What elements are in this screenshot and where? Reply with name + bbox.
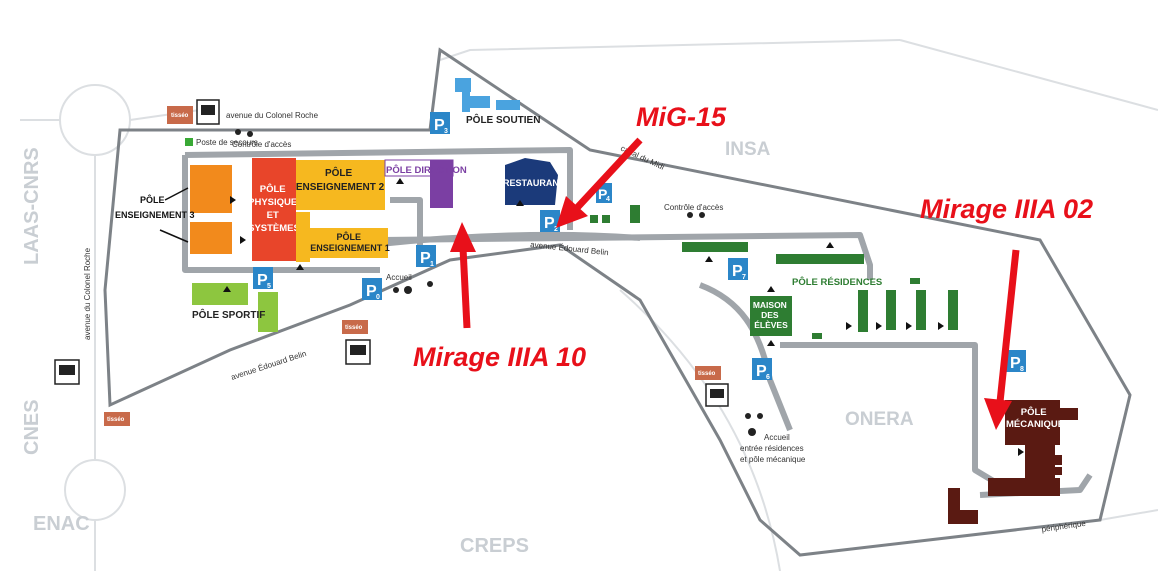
svg-text:P: P: [434, 117, 445, 134]
street-colonel-roche-side: avenue du Colonel Roche: [83, 247, 92, 340]
entrance-markers: [223, 178, 1024, 456]
svg-text:Accueil entrée résidence: Accueil entrée résidences et pôle mécani…: [740, 433, 806, 464]
svg-text:1: 1: [430, 261, 434, 268]
svg-text:P: P: [544, 215, 555, 232]
pole-mecanique: PÔLE MÉCANIQUE: [948, 400, 1078, 524]
mig15-callout: MiG-15: [556, 102, 727, 228]
laas-cnrs-label: LAAS-CNRS: [21, 147, 43, 265]
insa-label: INSA: [725, 139, 771, 160]
svg-text:tisséo: tisséo: [107, 417, 125, 423]
pole-direction: PÔLE DIRECTION: [384, 159, 467, 208]
svg-text:P: P: [420, 250, 431, 267]
cnes-label: CNES: [21, 399, 43, 455]
pole-enseignement-1: PÔLE ENSEIGNEMENT 1: [296, 212, 390, 262]
parking-p2: P 2: [540, 210, 560, 233]
svg-text:P: P: [1010, 355, 1021, 372]
pole-physique-systemes: PÔLE PHYSIQUE ET SYSTÈMES: [248, 158, 300, 261]
street-colonel-roche-top: avenue du Colonel Roche: [226, 111, 319, 120]
svg-text:PÔLE ENSEIGNEMENT 1: PÔLE ENSEIGNEMENT 1: [310, 231, 390, 253]
enac-label: ENAC: [33, 513, 90, 535]
parking-p0: P 0: [362, 278, 382, 301]
svg-text:Contrôle d'accès: Contrôle d'accès: [664, 203, 723, 212]
campus-perimeter: [103, 47, 1132, 557]
svg-text:Mirage IIIA 02: Mirage IIIA 02: [920, 194, 1093, 224]
street-edouard-belin-bottom: avenue Édouard Belin: [230, 349, 308, 382]
svg-text:PÔLE SOUTIEN: PÔLE SOUTIEN: [466, 113, 540, 126]
svg-text:tisséo: tisséo: [345, 325, 363, 331]
svg-text:P: P: [366, 283, 377, 300]
maison-des-eleves: MAISON DES ÉLÈVES: [750, 296, 792, 336]
svg-text:PÔLE DIRECTION: PÔLE DIRECTION: [386, 164, 467, 176]
mirage-02-callout: Mirage IIIA 02: [920, 194, 1093, 430]
pole-residences-label: PÔLE RÉSIDENCES: [792, 276, 882, 288]
street-peripherique: périphérique: [1041, 519, 1087, 534]
svg-text:Poste de secours: Poste de secours: [196, 138, 258, 147]
pole-enseignement-2: PÔLE ENSEIGNEMENT 2: [296, 160, 385, 210]
svg-text:tisséo: tisséo: [698, 371, 716, 377]
bus-stops: tisséo tisséo tisséo tisséo: [54, 99, 729, 426]
svg-text:P: P: [756, 363, 767, 380]
parking-p5: P 5: [253, 267, 273, 290]
svg-text:Accueil: Accueil: [386, 273, 412, 282]
creps-label: CREPS: [460, 535, 529, 557]
svg-text:Contrôle d'accès: Contrôle d'accès: [232, 140, 291, 149]
parking-p3: P 3: [430, 112, 450, 135]
svg-text:MiG-15: MiG-15: [636, 102, 727, 132]
svg-text:6: 6: [766, 374, 770, 381]
svg-text:P: P: [257, 272, 268, 289]
svg-text:PÔLE ENSEIGNEMENT 2: PÔLE ENSEIGNEMENT 2: [296, 166, 385, 193]
svg-text:P: P: [598, 186, 607, 202]
pole-soutien: PÔLE SOUTIEN: [455, 78, 540, 126]
svg-text:Mirage IIIA 10: Mirage IIIA 10: [413, 342, 586, 372]
parking-p1: P 1: [416, 245, 436, 268]
svg-text:0: 0: [376, 294, 380, 301]
restaurant: RESTAURANT: [503, 158, 565, 205]
svg-text:PÔLE MÉCANIQUE: PÔLE MÉCANIQUE: [1006, 406, 1064, 430]
parking-p6: P 6: [752, 358, 772, 381]
onera-label: ONERA: [845, 409, 914, 430]
svg-text:tisséo: tisséo: [171, 113, 189, 119]
svg-text:3: 3: [444, 128, 448, 135]
parking-p8: P 8: [1006, 350, 1026, 373]
pole-sportif: PÔLE SPORTIF: [192, 283, 278, 332]
parking-p7: P 7: [728, 258, 748, 281]
mirage-10-callout: Mirage IIIA 10: [413, 222, 586, 372]
residence-blocks: [590, 205, 958, 339]
access-points: Poste de secours Contrôle d'accès Contrô…: [185, 129, 806, 464]
svg-text:4: 4: [606, 196, 610, 203]
svg-text:PÔLE SPORTIF: PÔLE SPORTIF: [192, 308, 265, 321]
svg-text:RESTAURANT: RESTAURANT: [503, 178, 565, 188]
svg-text:5: 5: [267, 283, 271, 290]
svg-text:8: 8: [1020, 366, 1024, 373]
street-edouard-belin-top: avenue Édouard Belin: [530, 240, 609, 257]
svg-text:2: 2: [554, 226, 558, 233]
svg-text:MAISON DES ÉLÈVES: MAISON DES ÉLÈVES: [753, 300, 789, 330]
svg-text:PÔLE PHYSIQUE ET: PÔLE PHYSIQUE ET SYSTÈMES: [248, 183, 300, 234]
svg-text:P: P: [732, 263, 743, 280]
svg-text:7: 7: [742, 274, 746, 281]
